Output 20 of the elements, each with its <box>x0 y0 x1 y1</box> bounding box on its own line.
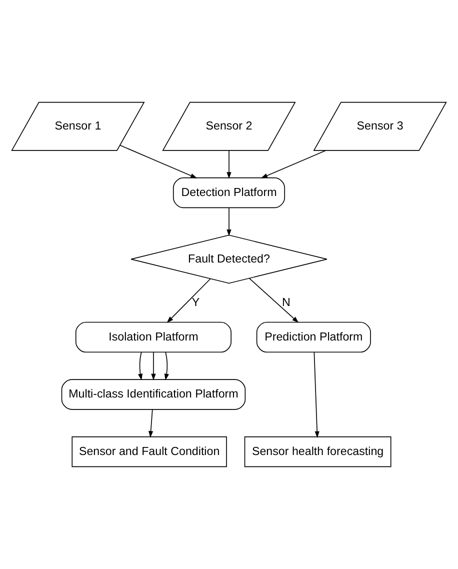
node-box: Sensor and Fault Condition <box>72 436 227 468</box>
arrow <box>226 208 232 236</box>
arrow <box>148 409 154 438</box>
arrow <box>166 278 211 323</box>
node-box: Prediction Platform <box>256 322 371 353</box>
arrow <box>314 352 320 438</box>
arrow <box>151 352 156 380</box>
edge-label: N <box>282 296 290 309</box>
edge-label: Y <box>192 296 200 309</box>
node-box: Multi-class Identification Platform <box>61 379 246 410</box>
arrow <box>226 150 232 179</box>
arrow <box>248 278 299 323</box>
arrow <box>164 352 169 380</box>
node-diamond: Fault Detected? <box>130 234 328 284</box>
node-box: Isolation Platform <box>75 322 232 353</box>
arrow <box>120 144 198 178</box>
node-box: Detection Platform <box>172 177 286 208</box>
arrow <box>138 352 143 380</box>
arrow <box>260 150 326 178</box>
node-box: Sensor health forecasting <box>244 436 392 468</box>
